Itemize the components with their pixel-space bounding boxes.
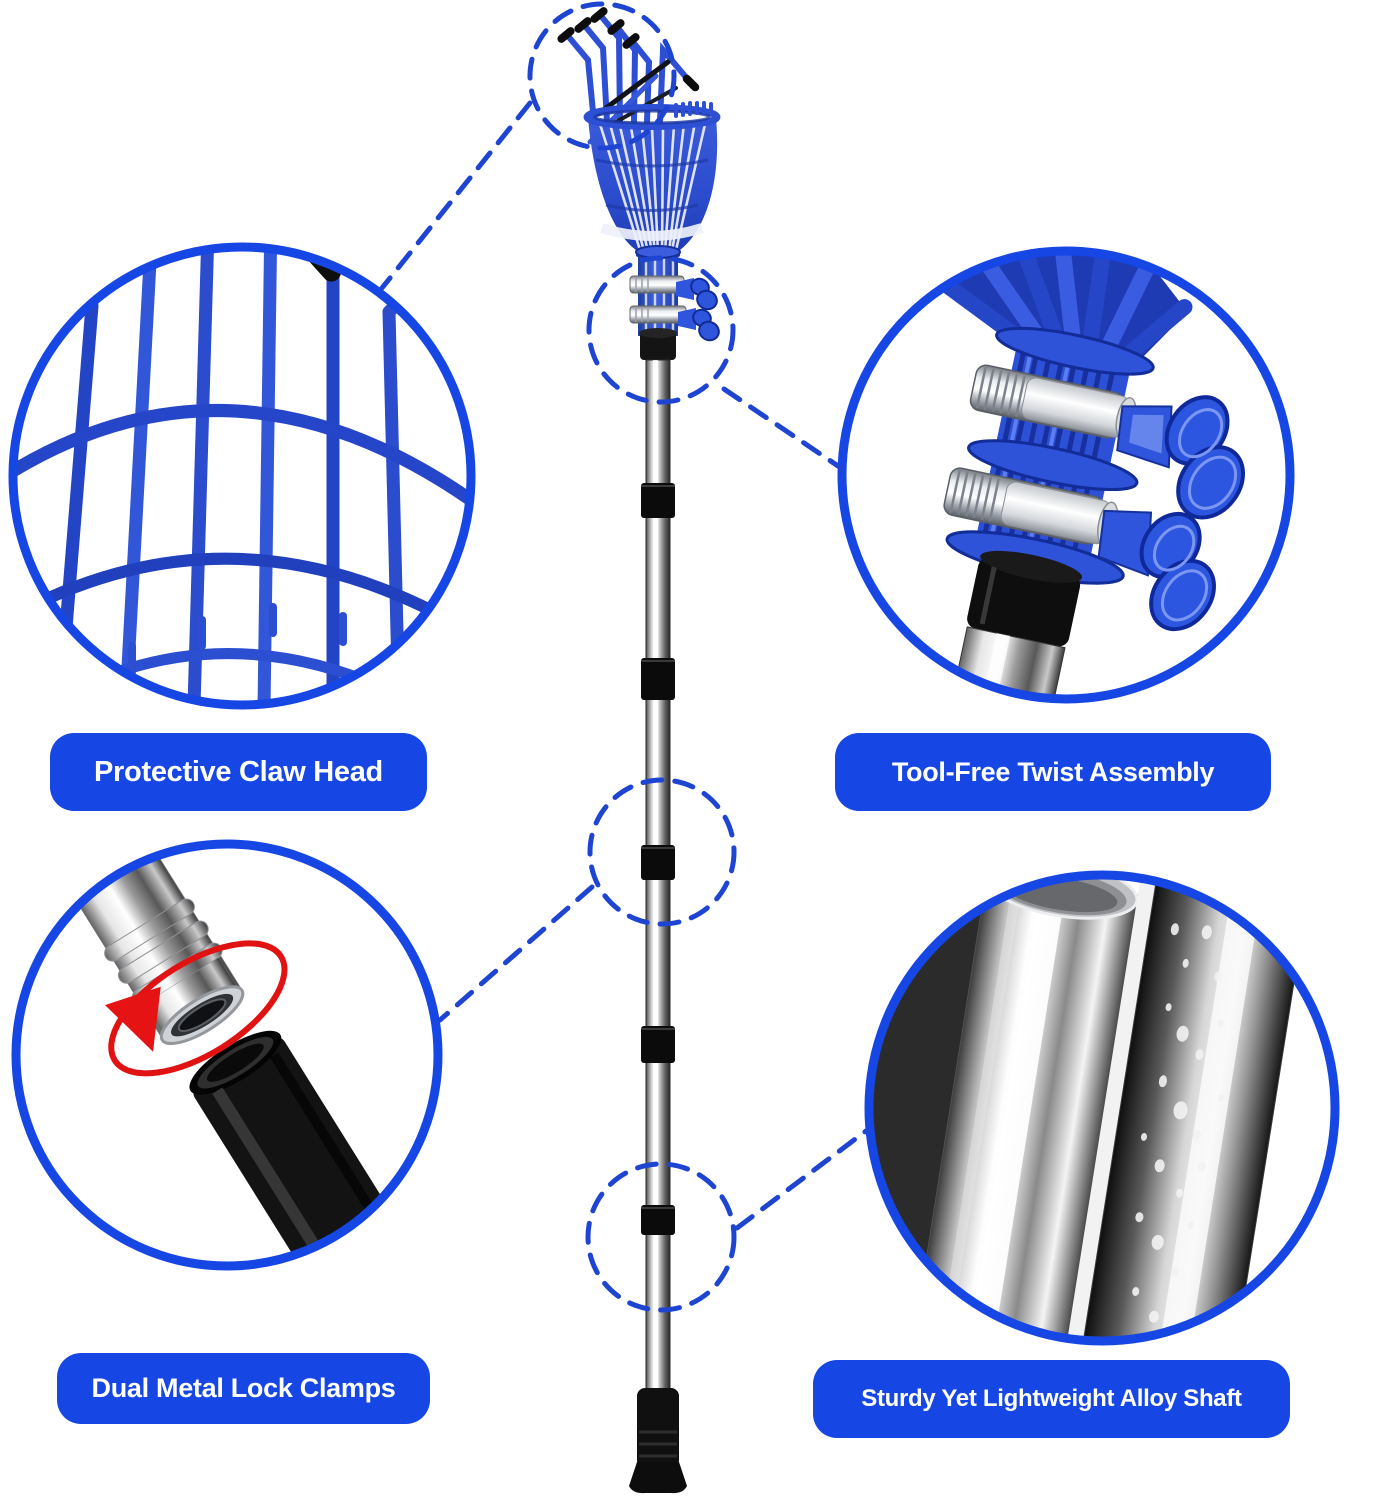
telescopic-pole: [629, 328, 687, 1494]
fruit-picker-product: [557, 7, 721, 1494]
zoom-detail-lock: [20, 848, 434, 1262]
zoom-detail-shaft: [873, 879, 1331, 1337]
wing-nut: [1139, 511, 1216, 632]
label-dual-metal-lock-clamps: Dual Metal Lock Clamps: [57, 1353, 430, 1424]
zoom-detail-claw: [17, 251, 467, 701]
pole-grip: [637, 1388, 679, 1468]
label-sturdy-lightweight-alloy-shaft: Sturdy Yet Lightweight Alloy Shaft: [813, 1360, 1290, 1438]
wing-nut: [1164, 395, 1245, 520]
basket-neck-assembly: [629, 245, 720, 342]
twist-direction-ellipse: [108, 940, 288, 1077]
label-protective-claw-head: Protective Claw Head: [50, 733, 427, 811]
red-arrow: [104, 986, 161, 1052]
basket: [583, 101, 721, 260]
label-tool-free-twist-assembly: Tool-Free Twist Assembly: [835, 733, 1271, 811]
callout-circle-alloy-shaft: [864, 870, 1340, 1346]
water-droplets: [1132, 923, 1224, 1323]
claw-finger-caps: [557, 7, 700, 92]
dashed-line-lock: [437, 884, 595, 1023]
dashed-connectors: [379, 1, 869, 1313]
callout-circle-claw-head: [8, 242, 476, 710]
dashed-circle-mid-joint: [587, 777, 737, 927]
pole-joint-bands: [641, 483, 675, 1235]
dashed-circle-claw: [527, 1, 677, 151]
callout-circle-twist-assembly: [837, 246, 1295, 704]
callout-circle-lock-clamps: [11, 839, 443, 1271]
dashed-circle-low-joint: [585, 1161, 737, 1313]
dashed-line-shaft: [734, 1128, 869, 1231]
dashed-circle-assembly: [586, 255, 736, 405]
dashed-line-claw: [379, 100, 533, 291]
zoom-detail-assembly: [846, 255, 1286, 695]
dashed-line-assembly: [721, 386, 844, 471]
